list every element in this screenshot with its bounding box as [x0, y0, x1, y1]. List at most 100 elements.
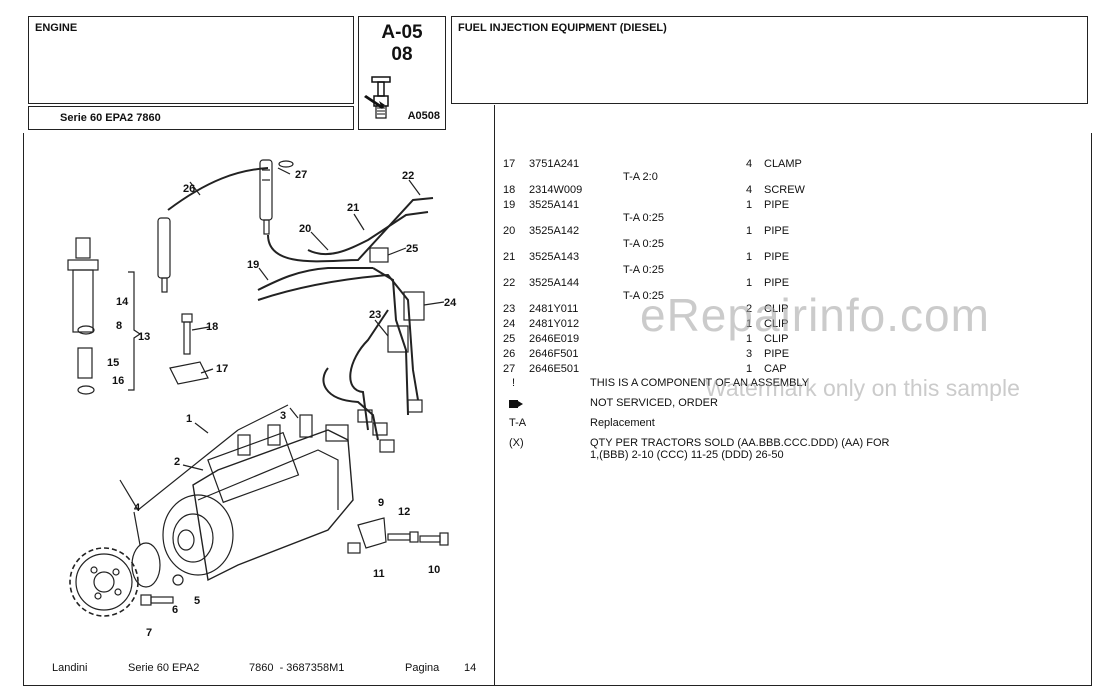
callout-21: 21: [347, 202, 359, 214]
callout-9: 9: [378, 497, 384, 509]
code-box: A-05 08 A0508: [358, 16, 446, 130]
callout-3: 3: [280, 410, 286, 422]
callout-26: 26: [183, 183, 195, 195]
callout-7: 7: [146, 627, 152, 639]
part-number: 2481Y011: [529, 303, 579, 315]
part-qty: 1: [746, 251, 753, 263]
part-desc: PIPE: [764, 277, 790, 289]
part-item-number: 19: [503, 199, 516, 211]
part-item-number: 20: [503, 225, 516, 237]
part-qty: 1: [746, 333, 753, 345]
part-desc: CLIP: [764, 303, 789, 315]
part-qty: 1: [746, 363, 753, 375]
legend-text: 1,(BBB) 2-10 (CCC) 11-25 (DDD) 26-50: [590, 449, 784, 461]
watermark-main: eRepairinfo.com: [640, 289, 990, 341]
footer-page-number: 14: [464, 662, 477, 674]
callout-14: 14: [116, 296, 129, 308]
part-qty: 2: [746, 303, 753, 315]
part-item-number: 24: [503, 318, 516, 330]
column-divider: [494, 105, 495, 685]
footer-series: Serie 60 EPA2: [128, 662, 200, 674]
part-number: 3751A241: [529, 158, 580, 170]
callout-6: 6: [172, 604, 178, 616]
part-item-number: 17: [503, 158, 516, 170]
part-number: 3525A141: [529, 199, 580, 211]
callout-27: 27: [295, 169, 307, 181]
part-desc: PIPE: [764, 251, 790, 263]
part-desc: PIPE: [764, 348, 790, 360]
footer-page-label: Pagina: [405, 662, 440, 674]
part-number: 2646E019: [529, 333, 580, 345]
part-qty: 1: [746, 318, 753, 330]
callout-10: 10: [428, 564, 440, 576]
legend-text: NOT SERVICED, ORDER: [590, 397, 718, 409]
section-label: ENGINE: [35, 22, 78, 34]
callout-17: 17: [216, 363, 228, 375]
torque-note: T-A 0:25: [623, 212, 664, 224]
callout-11: 11: [373, 568, 385, 580]
callout-4: 4: [134, 502, 141, 514]
part-desc: SCREW: [764, 184, 805, 196]
callout-2: 2: [174, 456, 180, 468]
page-title: FUEL INJECTION EQUIPMENT (DIESEL): [458, 22, 667, 34]
part-desc: CLAMP: [764, 158, 802, 170]
injector-icon: [364, 76, 391, 119]
callout-1: 1: [186, 413, 192, 425]
part-number: 2314W009: [529, 184, 583, 196]
series-box: Serie 60 EPA2 7860: [28, 106, 354, 130]
part-number: 2646F501: [529, 348, 579, 360]
part-number: 3525A142: [529, 225, 580, 237]
footer-brand: Landini: [52, 662, 88, 674]
part-desc: PIPE: [764, 199, 790, 211]
part-qty: 1: [746, 277, 753, 289]
code-line2: 08: [391, 44, 413, 65]
legend-text: THIS IS A COMPONENT OF AN ASSEMBLY: [590, 377, 810, 389]
series-label: Serie 60 EPA2 7860: [60, 112, 161, 124]
part-item-number: 26: [503, 348, 516, 360]
torque-note: T-A 0:25: [623, 290, 664, 302]
callout-12: 12: [398, 506, 410, 518]
torque-note: T-A 0:25: [623, 264, 664, 276]
callout-23: 23: [369, 309, 381, 321]
part-qty: 4: [746, 158, 753, 170]
callout-13: 13: [138, 331, 150, 343]
part-item-number: 23: [503, 303, 516, 315]
part-number: 2481Y012: [529, 318, 580, 330]
part-number: 3525A144: [529, 277, 580, 289]
icon-code-label: A0508: [407, 110, 440, 122]
part-qty: 3: [746, 348, 753, 360]
exploded-diagram: 1 2 3 4 5 6 7 8 9 10 11 12 13 14 15 16 1…: [67, 159, 457, 639]
part-item-number: 22: [503, 277, 516, 289]
part-qty: 1: [746, 225, 753, 237]
watermark-sub: Watermark only on this sample: [705, 375, 1020, 401]
callout-22: 22: [402, 170, 414, 182]
callout-20: 20: [299, 223, 311, 235]
part-item-number: 25: [503, 333, 516, 345]
legend-symbol: !: [512, 377, 516, 389]
callout-19: 19: [247, 259, 259, 271]
torque-note: T-A 2:0: [623, 171, 658, 183]
callout-15: 15: [107, 357, 119, 369]
part-desc: CAP: [764, 363, 787, 375]
part-item-number: 18: [503, 184, 516, 196]
part-desc: CLIP: [764, 318, 789, 330]
section-box: ENGINE: [28, 16, 354, 104]
callout-25: 25: [406, 243, 418, 255]
callout-16: 16: [112, 375, 124, 387]
torque-note: T-A 0:25: [623, 238, 664, 250]
part-number: 2646E501: [529, 363, 580, 375]
legend-text: QTY PER TRACTORS SOLD (AA.BBB.CCC.DDD) (…: [590, 437, 890, 449]
not-serviced-icon: [509, 400, 523, 408]
title-box: FUEL INJECTION EQUIPMENT (DIESEL): [451, 16, 1088, 104]
code-line1: A-05: [381, 22, 423, 43]
legend-text: Replacement: [590, 417, 655, 429]
callout-8: 8: [116, 320, 122, 332]
part-desc: PIPE: [764, 225, 790, 237]
part-qty: 1: [746, 199, 753, 211]
part-item-number: 21: [503, 251, 516, 263]
legend-symbol: (X): [509, 437, 524, 449]
part-desc: CLIP: [764, 333, 789, 345]
callout-18: 18: [206, 321, 218, 333]
part-item-number: 27: [503, 363, 516, 375]
part-qty: 4: [746, 184, 753, 196]
